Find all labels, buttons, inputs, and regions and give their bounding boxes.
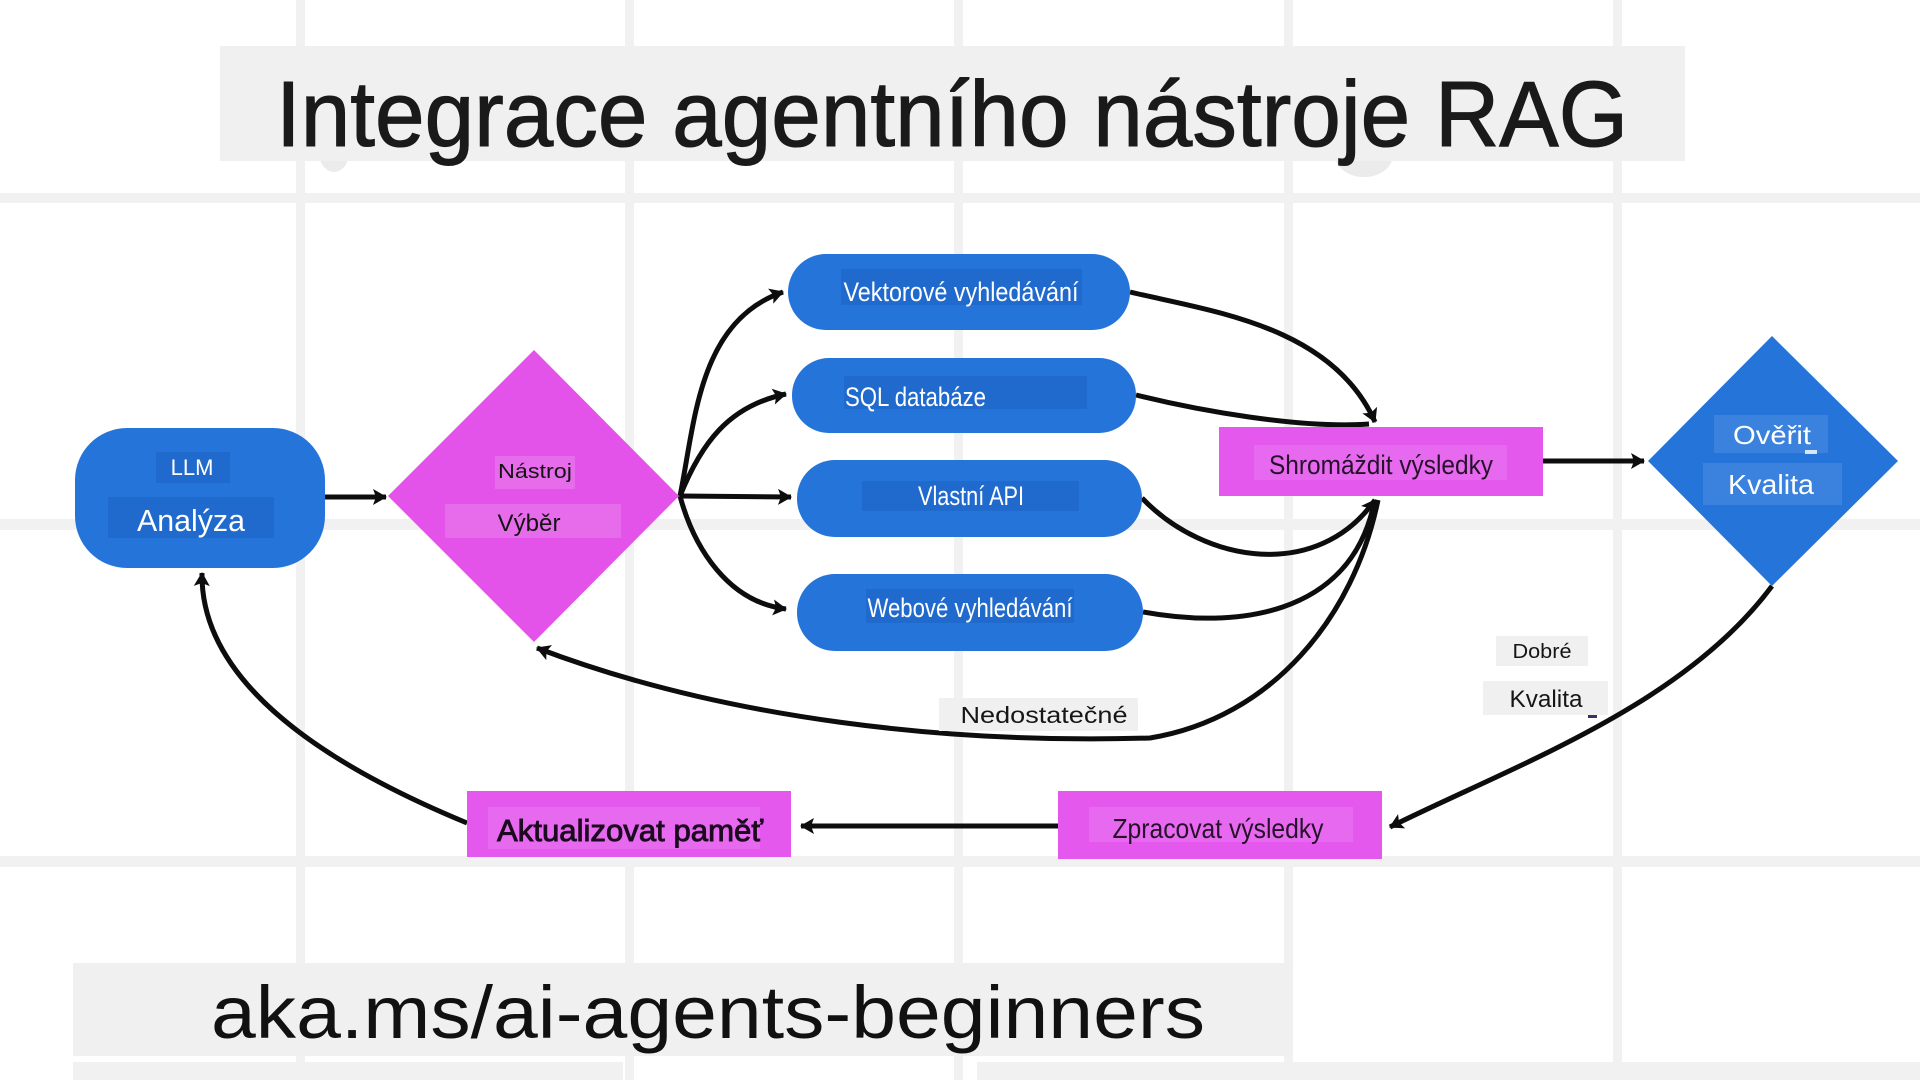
svg-text:Ověřit: Ověřit bbox=[1733, 420, 1812, 450]
svg-text:Nástroj: Nástroj bbox=[498, 461, 572, 483]
svg-text:SQL databáze: SQL databáze bbox=[845, 382, 986, 412]
svg-text:Nedostatečné: Nedostatečné bbox=[961, 702, 1128, 728]
svg-text:Kvalita: Kvalita bbox=[1510, 686, 1584, 713]
svg-text:Kvalita: Kvalita bbox=[1728, 469, 1814, 500]
svg-text:Aktualizovat paměť: Aktualizovat paměť bbox=[497, 813, 763, 848]
svg-text:LLM: LLM bbox=[171, 455, 214, 480]
svg-text:Vektorové vyhledávání: Vektorové vyhledávání bbox=[844, 277, 1079, 307]
svg-text:aka.ms/ai-agents-beginners: aka.ms/ai-agents-beginners bbox=[211, 971, 1205, 1054]
svg-text:Integrace agentního nástroje R: Integrace agentního nástroje RAG bbox=[276, 62, 1628, 166]
svg-text:Vlastní API: Vlastní API bbox=[918, 481, 1024, 511]
svg-text:Výběr: Výběr bbox=[498, 510, 561, 537]
svg-text:Analýza: Analýza bbox=[137, 503, 246, 538]
svg-text:Webové vyhledávání: Webové vyhledávání bbox=[868, 593, 1073, 623]
svg-text:Zpracovat výsledky: Zpracovat výsledky bbox=[1113, 813, 1324, 844]
svg-text:Dobré: Dobré bbox=[1513, 641, 1572, 663]
svg-text:Shromáždit výsledky: Shromáždit výsledky bbox=[1269, 450, 1493, 480]
